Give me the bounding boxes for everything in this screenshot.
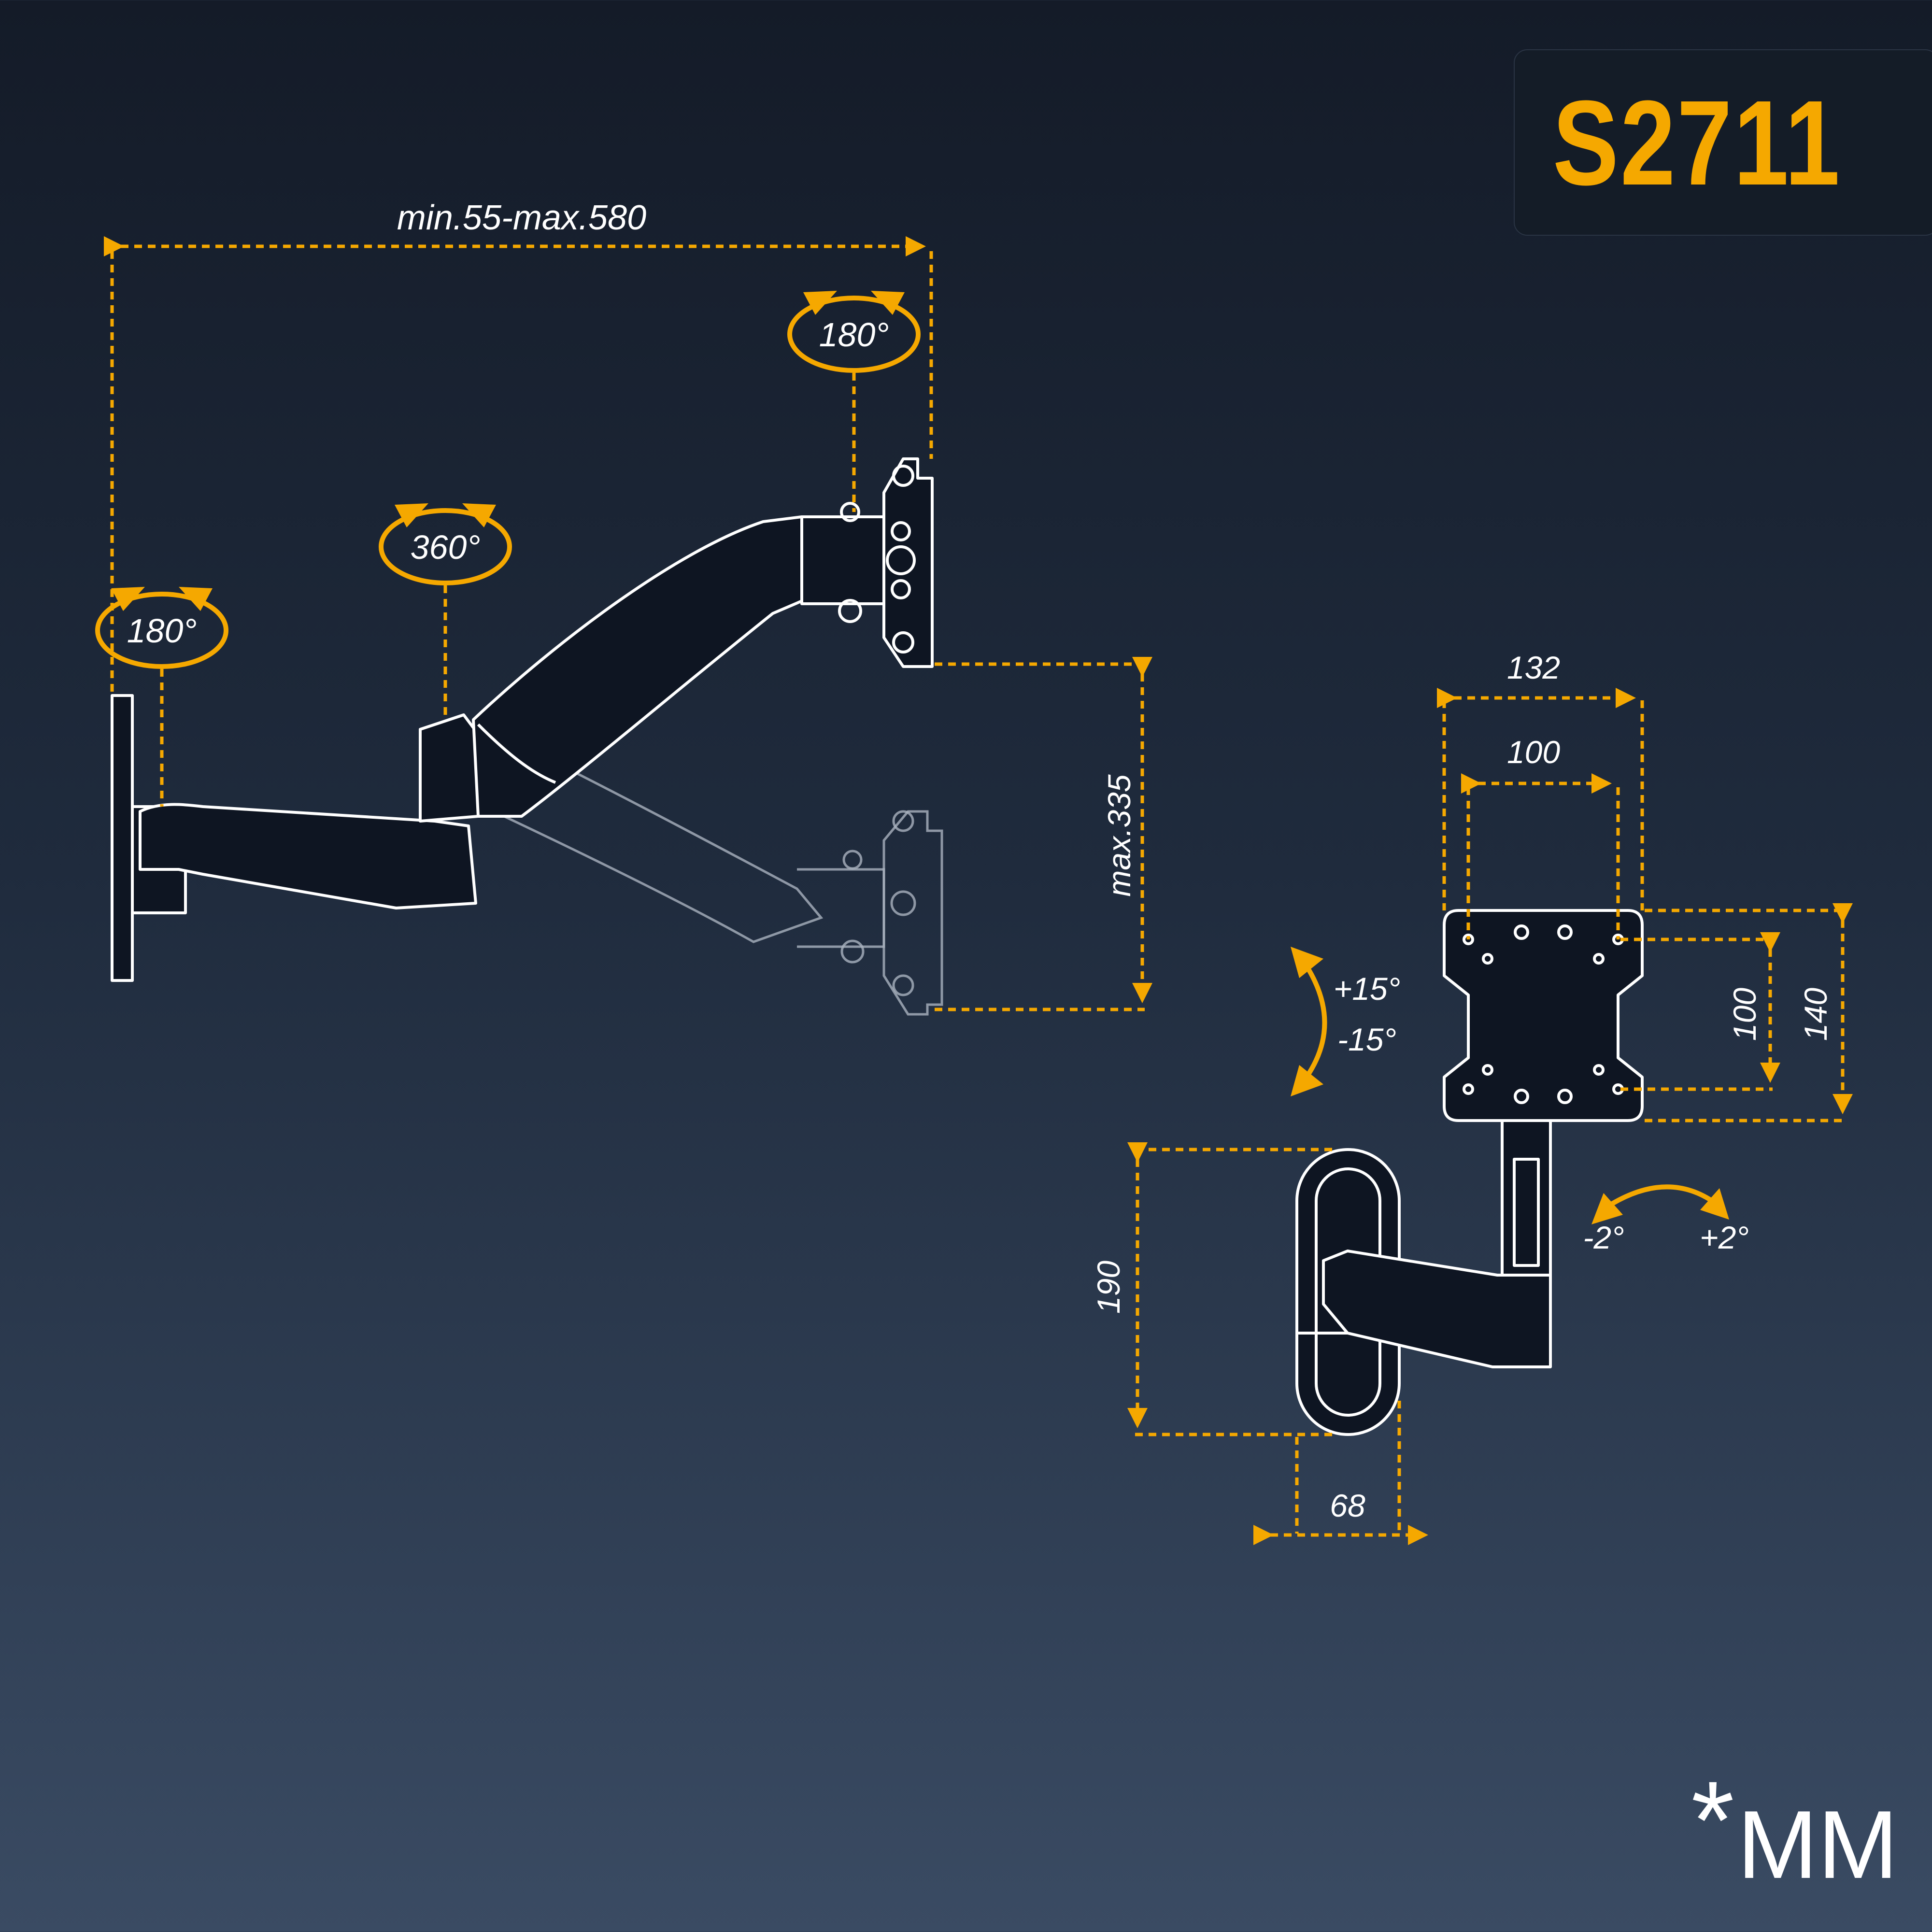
tilt-joint [800,515,885,605]
unit-asterisk: * [1691,1758,1734,1882]
head-swivel-indicator: 180° [787,291,921,512]
wall-swivel-indicator: 180° [95,587,228,807]
tilt-indicator: +15° -15° [1291,947,1400,1096]
vesa-outer-height-label: 140 [1798,988,1833,1041]
vesa-outer-width-label: 132 [1507,650,1560,685]
height-travel-label: max.335 [1101,774,1137,896]
tilt-down-label: -15° [1337,1022,1396,1057]
model-badge: S2711 [1514,49,1932,236]
arm-swivel-indicator: 360° [379,503,512,720]
model-code: S2711 [1553,75,1842,210]
front-link [1501,1114,1552,1277]
vesa-inner-height-label: 100 [1727,988,1762,1041]
vesa-plate [1443,909,1644,1122]
elbow-joint [419,713,480,823]
roll-right-label: +2° [1700,1220,1749,1255]
front-view [1295,909,1644,1436]
side-view [111,457,943,1016]
arm-swivel-label: 360° [411,528,481,566]
unit-note: *MM [1691,1765,1898,1893]
wall-swivel-label: 180° [127,612,197,650]
base-height-label: 190 [1091,1261,1126,1314]
wall-plate [111,694,134,982]
roll-indicator: -2° +2° [1583,1184,1749,1255]
front-arm [1322,1250,1552,1368]
base-width-label: 68 [1330,1488,1365,1523]
reach-label: min.55-max.580 [397,199,646,237]
head-swivel-label: 180° [819,316,889,354]
lowered-arm-ghost [472,723,943,1016]
lower-arm [139,803,477,909]
vesa-head-plate [882,457,934,668]
upper-arm [472,515,808,818]
roll-left-label: -2° [1583,1220,1624,1255]
vesa-inner-width-label: 100 [1507,734,1560,770]
unit-label: MM [1737,1791,1898,1899]
tilt-up-label: +15° [1334,971,1400,1007]
